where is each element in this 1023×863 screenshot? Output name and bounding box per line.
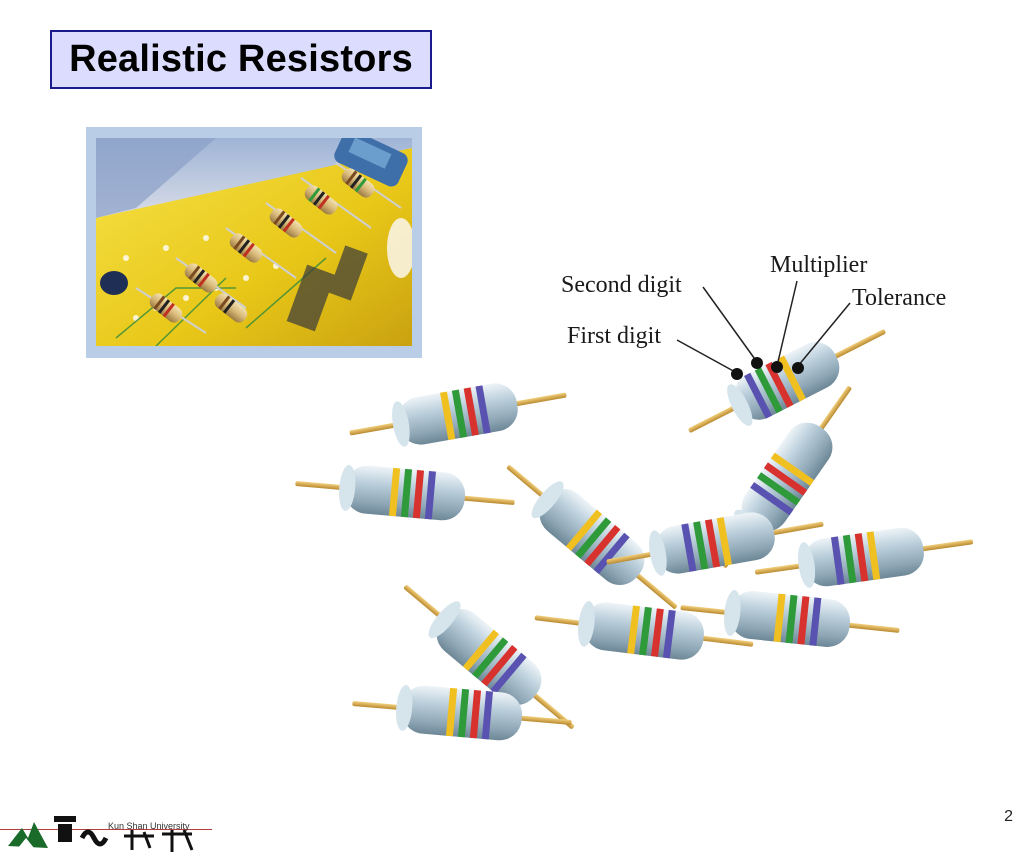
label-multiplier: Multiplier: [770, 252, 868, 278]
resistor-1: [345, 371, 571, 457]
resistor-7: [531, 593, 757, 669]
resistor-2: [293, 459, 517, 527]
labeled-resistor: [688, 329, 886, 433]
circuit-board-photo: [96, 138, 412, 346]
callout-lines: [676, 280, 851, 374]
page-number: 2: [1004, 808, 1013, 825]
footer-divider: [0, 829, 212, 830]
resistor-8: [678, 583, 902, 655]
slide-title: Realistic Resistors: [69, 38, 413, 80]
label-tolerance: Tolerance: [852, 285, 947, 311]
callout-dots: [731, 357, 804, 380]
label-first-digit: First digit: [567, 323, 662, 349]
label-second-digit: Second digit: [561, 272, 682, 298]
kun-shan-university-logo: [8, 816, 194, 852]
circuit-board-photo-frame: [86, 127, 422, 358]
resistor-10: [350, 679, 574, 747]
title-box: Realistic Resistors: [50, 30, 432, 89]
university-caption: Kun Shan University: [108, 821, 190, 831]
